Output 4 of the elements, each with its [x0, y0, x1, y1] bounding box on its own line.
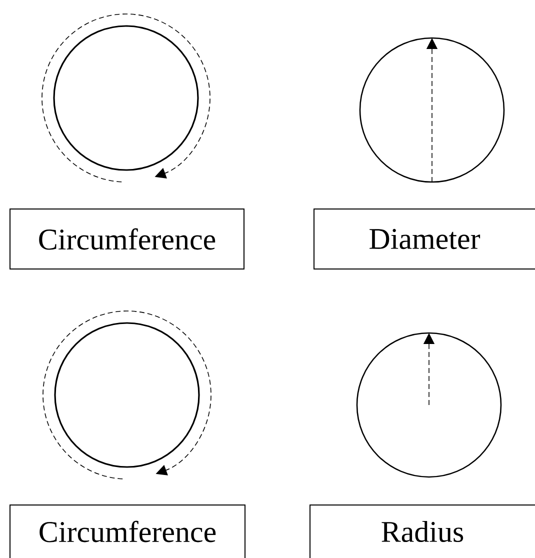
label-box: Radius — [310, 504, 535, 558]
label-box: Diameter — [314, 208, 535, 270]
label-box: Circumference — [10, 208, 244, 270]
label-box: Circumference — [10, 504, 246, 558]
